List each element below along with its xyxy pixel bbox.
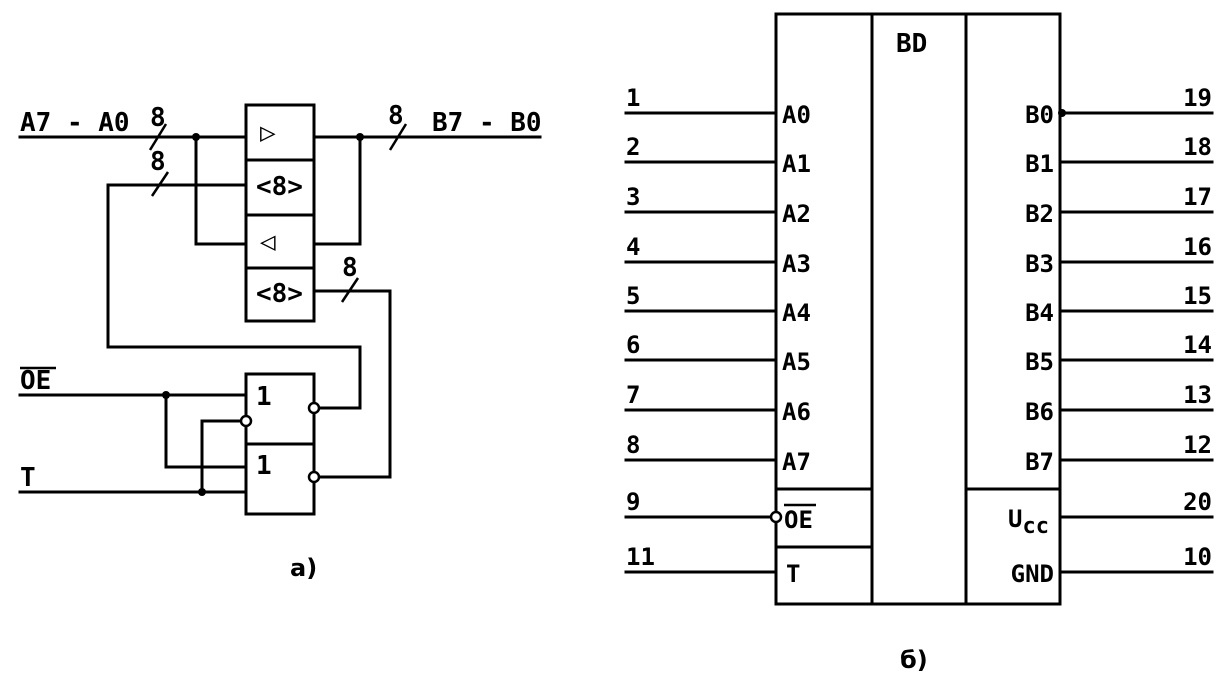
pin-a7-name: A7 [782,448,811,476]
a-bus-label: A7 - A0 [20,108,130,138]
pin-a4-number: 5 [626,282,640,310]
pin-gnd-name: GND [1011,560,1054,588]
pin-oe-name: OE [784,506,813,534]
pin-b0-number: 19 [1183,84,1212,112]
reverse-driver-symbol: ◁ [260,227,276,257]
a-bus-width: 8 [150,103,166,133]
pin-a1-name: A1 [782,150,811,178]
pin-a5-number: 6 [626,331,640,359]
pin-ucc-name-sub: cc [1022,514,1049,539]
reverse-enable-label: <8> [256,279,303,309]
pin-a0-number: 1 [626,84,640,112]
pin-a2-name: A2 [782,200,811,228]
chip-title: BD [896,29,927,59]
a-bus-slash [148,123,168,151]
oe-label: OE [20,366,51,396]
pin-b7-number: 12 [1183,431,1212,459]
chip-body [774,12,1062,606]
b-bus-slash [388,123,408,151]
pin-a6-name: A6 [782,398,811,426]
pin-a3-name: A3 [782,250,811,278]
pin-b1-name: B1 [1025,150,1054,178]
pin-b6-name: B6 [1025,398,1054,426]
pin-b0-name: B0 [1025,101,1054,129]
chip-symbol: BD 1 A0 2 A1 3 A2 4 A3 5 A4 6 A5 7 A6 [624,12,1214,674]
pin-oe-number: 9 [626,488,640,516]
gate-lower-output-bubble [307,470,321,484]
gate-lower-box [244,442,316,516]
b-pin-group: 19 B0 18 B1 17 B2 16 B3 15 B4 14 B5 13 B… [1025,84,1214,476]
pin-t-name: T [786,560,800,588]
pin-ucc-name: Ucc [1008,505,1049,539]
pin-t-number: 11 [626,543,655,571]
pin-oe-bubble [769,510,783,524]
a-pin-group: 1 A0 2 A1 3 A2 4 A3 5 A4 6 A5 7 A6 8 A7 [624,84,811,476]
pin-b3-name: B3 [1025,250,1054,278]
pin-a1-number: 2 [626,133,640,161]
pin-b2-number: 17 [1183,183,1212,211]
gate-upper-label: 1 [256,382,272,412]
pin-a5-name: A5 [782,348,811,376]
pin-b2-name: B2 [1025,200,1054,228]
pin-b1-number: 18 [1183,133,1212,161]
pin-b3-number: 16 [1183,233,1212,261]
functional-diagram: A7 - A0 8 8 B7 - B0 8 8 ▷ <8> ◁ <8> 1 1 … [18,101,542,582]
caption-b: б) [900,646,928,674]
gate-t-input-bubble [239,414,253,428]
pin-b4-name: B4 [1025,299,1054,327]
pin-b4-number: 15 [1183,282,1212,310]
enable-bus-width: 8 [150,147,166,177]
forward-driver-symbol: ▷ [260,118,276,148]
pin-a4-name: A4 [782,299,811,327]
b-bus-label: B7 - B0 [432,108,542,138]
caption-a: а) [290,554,317,582]
pin-a6-number: 7 [626,381,640,409]
pin-gnd-number: 10 [1183,543,1212,571]
b-bus-width: 8 [388,101,404,131]
pin-ucc-number: 20 [1183,488,1212,516]
pin-b5-number: 14 [1183,331,1212,359]
reverse-enable-width: 8 [342,253,358,283]
t-label: T [20,463,36,493]
pin-a3-number: 4 [626,233,640,261]
gate-upper-box [244,372,316,446]
pin-a7-number: 8 [626,431,640,459]
pin-b5-name: B5 [1025,348,1054,376]
forward-enable-label: <8> [256,172,303,202]
gate-upper-output-bubble [307,401,321,415]
gate-lower-label: 1 [256,451,272,481]
pin-b6-number: 13 [1183,381,1212,409]
pin-a0-name: A0 [782,101,811,129]
pin-ucc-name-main: U [1008,505,1022,533]
pin-a2-number: 3 [626,183,640,211]
pin-b7-name: B7 [1025,448,1054,476]
